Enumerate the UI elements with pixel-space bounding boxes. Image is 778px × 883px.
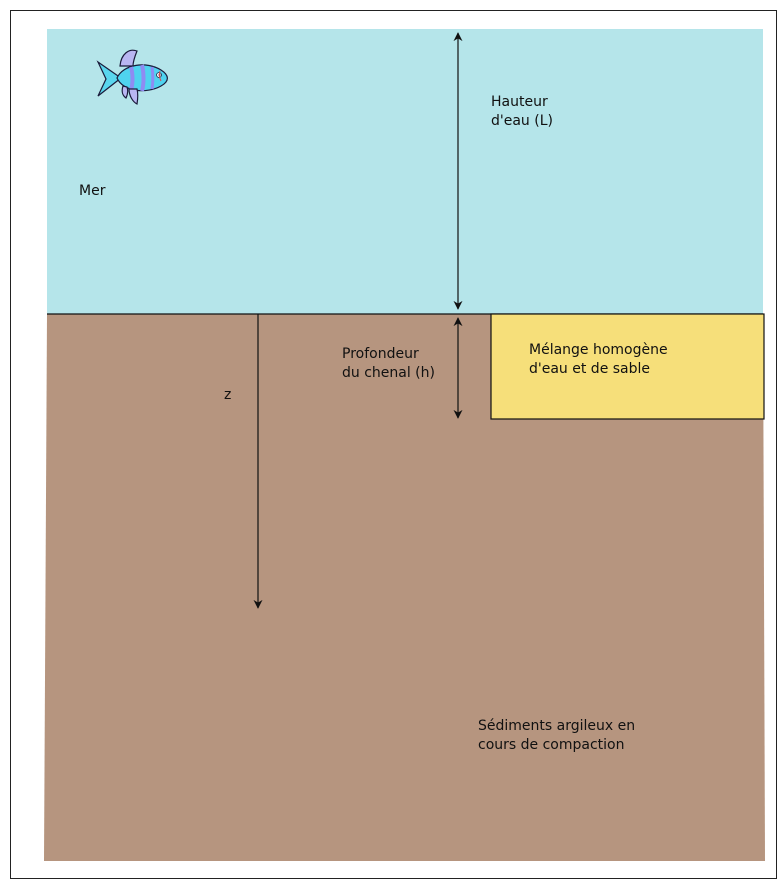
mixture-label: Mélange homogène d'eau et de sable [529,342,668,377]
z-axis-label: z [224,387,232,403]
sediment-label: Sédiments argileux en cours de compactio… [478,718,636,753]
mixture-box [490,313,765,420]
water-height-label: Hauteur d'eau (L) [491,94,553,129]
fish-icon [96,49,168,105]
sea-label: Mer [79,183,106,199]
sediment-region [44,314,765,861]
channel-depth-label: Profondeur du chenal (h) [342,346,435,381]
